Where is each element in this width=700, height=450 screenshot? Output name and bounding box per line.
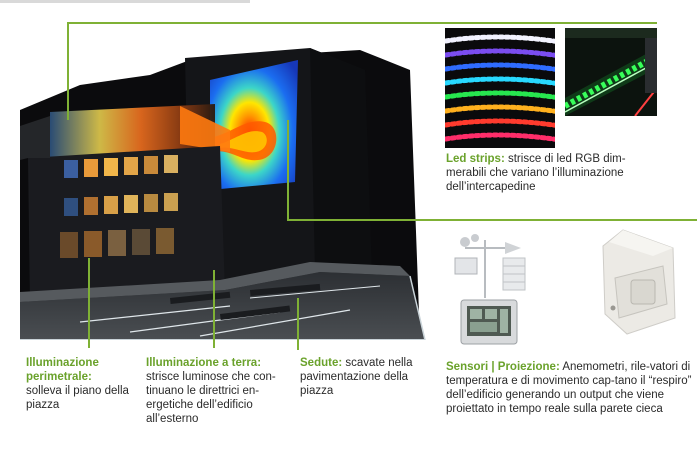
caption-led-strips-text: strisce di led RGB dim-merabili che vari… (446, 153, 626, 193)
caption-seats-text: scavate nella pavimentazione della piazz… (300, 357, 413, 397)
motion-sensor-photo (575, 222, 693, 342)
caption-seats: Sedute: scavate nella pavimentazione del… (300, 356, 420, 398)
caption-perimetral-text: solleva il piano della piazza (26, 385, 129, 411)
caption-ground-lighting: Illuminazione a terra: strisce luminose … (146, 356, 276, 426)
building-night-render (20, 40, 450, 340)
leader-sensors-vertical (287, 120, 289, 221)
leader-ground (213, 270, 215, 348)
caption-led-strips: Led strips: strisce di led RGB dim-merab… (446, 152, 646, 194)
caption-seats-title: Sedute: (300, 357, 343, 369)
leader-perimetral (88, 258, 90, 348)
led-strip-green-photo (565, 28, 657, 116)
caption-sensors: Sensori | Proiezione: Anemometri, rile-v… (446, 360, 696, 416)
caption-ground-text: strisce luminose che con-tinuano le dire… (146, 371, 276, 425)
caption-perimetral-title: Illuminazione perimetrale: (26, 357, 99, 383)
caption-perimetral-lighting: Illuminazione perimetrale: solleva il pi… (26, 356, 136, 412)
leader-led-horizontal (67, 22, 657, 24)
led-strips-rgb-photo (445, 28, 555, 148)
leader-seats (297, 298, 299, 350)
caption-sensors-text: Anemometri, rile-vatori di temperatura e… (446, 361, 692, 415)
caption-led-strips-title: Led strips: (446, 153, 505, 165)
weather-station-photo (445, 228, 565, 350)
leader-led-vertical (67, 22, 69, 120)
leader-sensors-horizontal (287, 219, 697, 221)
caption-sensors-title: Sensori | Proiezione: (446, 361, 560, 373)
top-heading-remnant (0, 0, 250, 3)
caption-ground-title: Illuminazione a terra: (146, 357, 262, 369)
